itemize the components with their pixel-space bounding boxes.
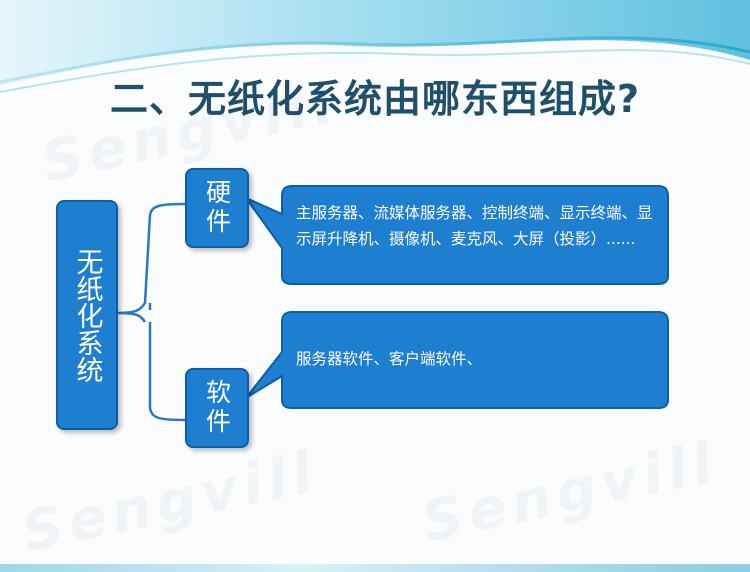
callout-bubble-hardware [243, 185, 669, 285]
root-node-label: 无纸化系统 [71, 247, 103, 383]
root-node: 无纸化系统 [56, 200, 118, 430]
branch-node-label: 软件 [202, 379, 232, 437]
slide-title: 二、无纸化系统由哪东西组成? [109, 77, 641, 121]
software-details-text: 服务器软件、客户端软件、 [296, 350, 483, 368]
hardware-details-text: 主服务器、流媒体服务器、控制终端、显示终端、显示屏升降机、摄像机、麦克风、大屏（… [296, 204, 653, 248]
callout-bubble-software [245, 311, 669, 409]
branch-node-software: 软件 [185, 368, 249, 448]
header-wave-decoration [0, 0, 750, 93]
branch-node-hardware: 硬件 [185, 168, 249, 248]
branch-node-label: 硬件 [202, 179, 232, 237]
footer-strip-decoration [0, 564, 750, 572]
bracket-connector [114, 202, 186, 422]
